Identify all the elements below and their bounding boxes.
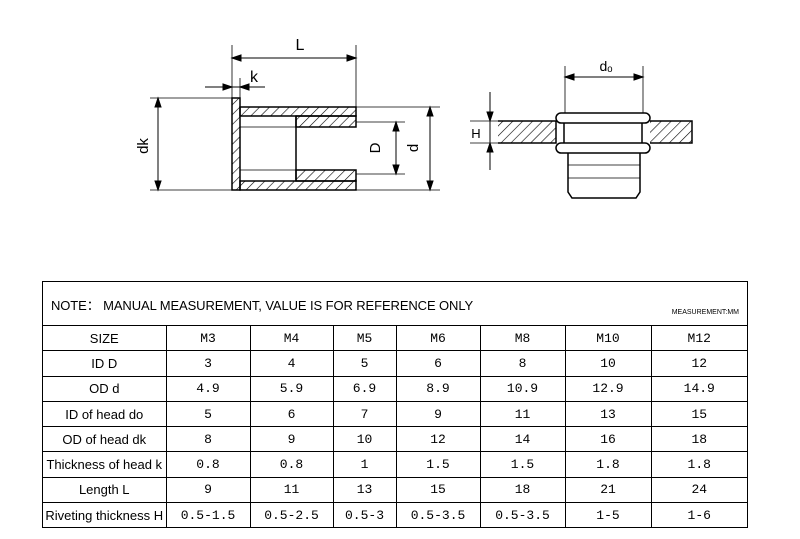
value-cell: 0.5-3.5 bbox=[395, 502, 481, 528]
value-cell: M12 bbox=[650, 326, 747, 352]
value-cell: 1.8 bbox=[564, 451, 652, 478]
reference-note: NOTE： MANUAL MEASUREMENT, VALUE IS FOR R… bbox=[51, 298, 474, 313]
value-cell: 9 bbox=[395, 400, 481, 428]
value-cell: 5.9 bbox=[249, 375, 334, 402]
dimension-lines-installed bbox=[486, 73, 645, 170]
value-cell: 9 bbox=[165, 476, 251, 504]
value-cell: 1-6 bbox=[650, 502, 747, 528]
value-cell: 14.9 bbox=[650, 375, 747, 402]
value-cell: 14 bbox=[479, 426, 566, 453]
value-cell: 9 bbox=[249, 426, 334, 453]
row-label-cell: ID D bbox=[43, 350, 167, 377]
value-cell: 0.5-3 bbox=[332, 502, 397, 528]
dimension-lines-side bbox=[154, 54, 434, 192]
value-cell: M8 bbox=[479, 326, 566, 352]
value-cell: 4.9 bbox=[165, 375, 251, 402]
value-cell: 0.5-3.5 bbox=[479, 502, 566, 528]
value-cell: 1.5 bbox=[479, 451, 566, 478]
rivet-nut-drawing: L k dk D d dₒ H bbox=[135, 37, 693, 199]
note-row: NOTE： MANUAL MEASUREMENT, VALUE IS FOR R… bbox=[43, 282, 747, 326]
value-cell: 0.5-1.5 bbox=[165, 502, 251, 528]
value-cell: 6 bbox=[249, 400, 334, 428]
installed-view bbox=[470, 66, 693, 199]
spec-table: NOTE： MANUAL MEASUREMENT, VALUE IS FOR R… bbox=[42, 281, 748, 529]
value-cell: M6 bbox=[395, 326, 481, 352]
row-label-cell: ID of head do bbox=[43, 400, 167, 428]
value-cell: 13 bbox=[564, 400, 652, 428]
label-head-od: dk bbox=[135, 138, 152, 154]
value-cell: 5 bbox=[332, 350, 397, 377]
value-cell: 10 bbox=[564, 350, 652, 377]
value-cell: 1.8 bbox=[650, 451, 747, 478]
value-cell: 13 bbox=[332, 476, 397, 504]
value-cell: 12 bbox=[650, 350, 747, 377]
value-cell: 8.9 bbox=[395, 375, 481, 402]
value-cell: 4 bbox=[249, 350, 334, 377]
value-cell: 21 bbox=[564, 476, 652, 504]
value-cell: M3 bbox=[165, 326, 251, 352]
value-cell: 8 bbox=[165, 426, 251, 453]
value-cell: 6 bbox=[395, 350, 481, 377]
value-cell: 24 bbox=[650, 476, 747, 504]
row-label-cell: OD of head dk bbox=[43, 426, 167, 453]
value-cell: 6.9 bbox=[332, 375, 397, 402]
value-cell: 0.8 bbox=[165, 451, 251, 478]
side-section-view bbox=[150, 45, 440, 191]
value-cell: 1 bbox=[332, 451, 397, 478]
label-head-thickness: k bbox=[250, 69, 259, 86]
label-length: L bbox=[296, 37, 305, 54]
value-cell: 7 bbox=[332, 400, 397, 428]
value-cell: M10 bbox=[564, 326, 652, 352]
value-cell: 0.5-2.5 bbox=[249, 502, 334, 528]
label-od: d bbox=[405, 144, 422, 152]
value-cell: 15 bbox=[650, 400, 747, 428]
value-cell: 12 bbox=[395, 426, 481, 453]
value-cell: 10.9 bbox=[479, 375, 566, 402]
value-cell: 8 bbox=[479, 350, 566, 377]
label-head-id: dₒ bbox=[599, 58, 612, 74]
value-cell: 18 bbox=[479, 476, 566, 504]
row-label-cell: Length L bbox=[43, 476, 167, 504]
row-label-cell: Thickness of head k bbox=[43, 451, 167, 478]
value-cell: 11 bbox=[249, 476, 334, 504]
value-cell: 1.5 bbox=[395, 451, 481, 478]
value-cell: M5 bbox=[332, 326, 397, 352]
value-cell: 10 bbox=[332, 426, 397, 453]
unit-note: MEASUREMENT:MM bbox=[671, 309, 739, 316]
value-cell: 11 bbox=[479, 400, 566, 428]
row-label-cell: Riveting thickness H bbox=[43, 502, 167, 528]
label-riveting-thickness: H bbox=[471, 126, 480, 141]
value-cell: 3 bbox=[165, 350, 251, 377]
value-cell: M4 bbox=[249, 326, 334, 352]
label-id: D bbox=[367, 142, 384, 153]
value-cell: 12.9 bbox=[564, 375, 652, 402]
value-cell: 5 bbox=[165, 400, 251, 428]
row-label-cell: SIZE bbox=[43, 326, 167, 352]
value-cell: 15 bbox=[395, 476, 481, 504]
value-cell: 1-5 bbox=[564, 502, 652, 528]
row-label-cell: OD d bbox=[43, 375, 167, 402]
value-cell: 16 bbox=[564, 426, 652, 453]
value-cell: 0.8 bbox=[249, 451, 334, 478]
value-cell: 18 bbox=[650, 426, 747, 453]
